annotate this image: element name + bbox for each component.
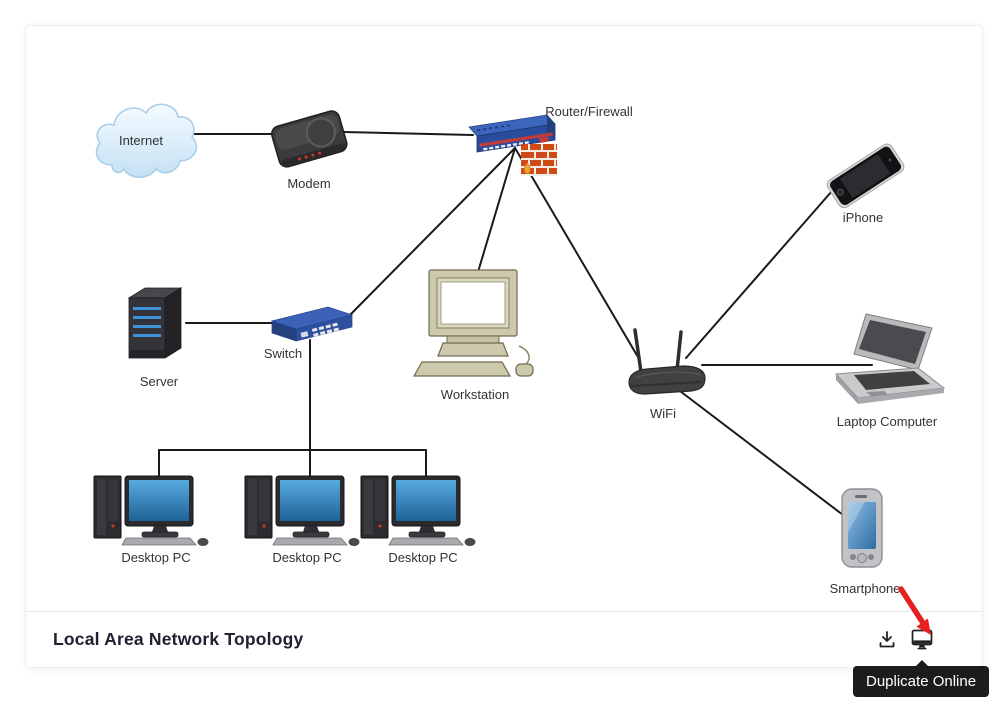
iphone-icon: [826, 143, 905, 209]
node-label-desktop-pc-2: Desktop PC: [272, 550, 342, 565]
modem-icon: [270, 110, 348, 168]
node-label-router: Router/Firewall: [545, 104, 633, 119]
wifi-router-icon: [628, 328, 706, 395]
footer-actions: [877, 627, 934, 652]
connections-layer: [26, 26, 1000, 711]
switch-icon: [270, 306, 354, 342]
duplicate-online-icon: [911, 629, 933, 650]
desktop-pc-icon: [93, 475, 209, 546]
node-label-desktop-pc-3: Desktop PC: [388, 550, 458, 565]
router-firewall-icon: [468, 114, 556, 153]
firewall-brick-icon: [521, 144, 557, 176]
laptop-icon: [834, 313, 946, 404]
node-label-internet: Internet: [118, 133, 164, 148]
internet-cloud-icon: [95, 103, 198, 178]
node-label-workstation: Workstation: [440, 387, 510, 402]
labels-layer: Internet Modem Router/Firewall iPhone Se…: [26, 26, 1000, 711]
card-footer: Local Area Network Topology: [26, 611, 982, 667]
node-label-laptop: Laptop Computer: [836, 414, 938, 429]
desktop-pc-icon: [244, 475, 360, 546]
node-label-switch: Switch: [263, 346, 303, 361]
tooltip-duplicate-online: Duplicate Online: [853, 660, 990, 697]
download-button[interactable]: [877, 629, 897, 650]
connection-lines: [158, 131, 873, 519]
node-label-smartphone: Smartphone: [829, 581, 901, 596]
server-icon: [127, 287, 183, 359]
smartphone-icon: [841, 488, 883, 568]
download-icon: [879, 631, 895, 648]
devices-layer: [26, 26, 1000, 711]
node-label-server: Server: [139, 374, 179, 389]
diagram-title: Local Area Network Topology: [53, 629, 304, 649]
duplicate-online-button[interactable]: [910, 627, 934, 652]
node-label-desktop-pc-1: Desktop PC: [121, 550, 191, 565]
diagram-template-card[interactable]: Internet Modem Router/Firewall iPhone Se…: [25, 25, 983, 668]
desktop-pc-icon: [360, 475, 476, 546]
node-label-modem: Modem: [287, 176, 331, 191]
node-label-wifi: WiFi: [650, 406, 676, 421]
red-pointer-arrow-icon: [898, 586, 931, 635]
node-label-iphone: iPhone: [842, 210, 884, 225]
workstation-icon: [412, 269, 534, 377]
